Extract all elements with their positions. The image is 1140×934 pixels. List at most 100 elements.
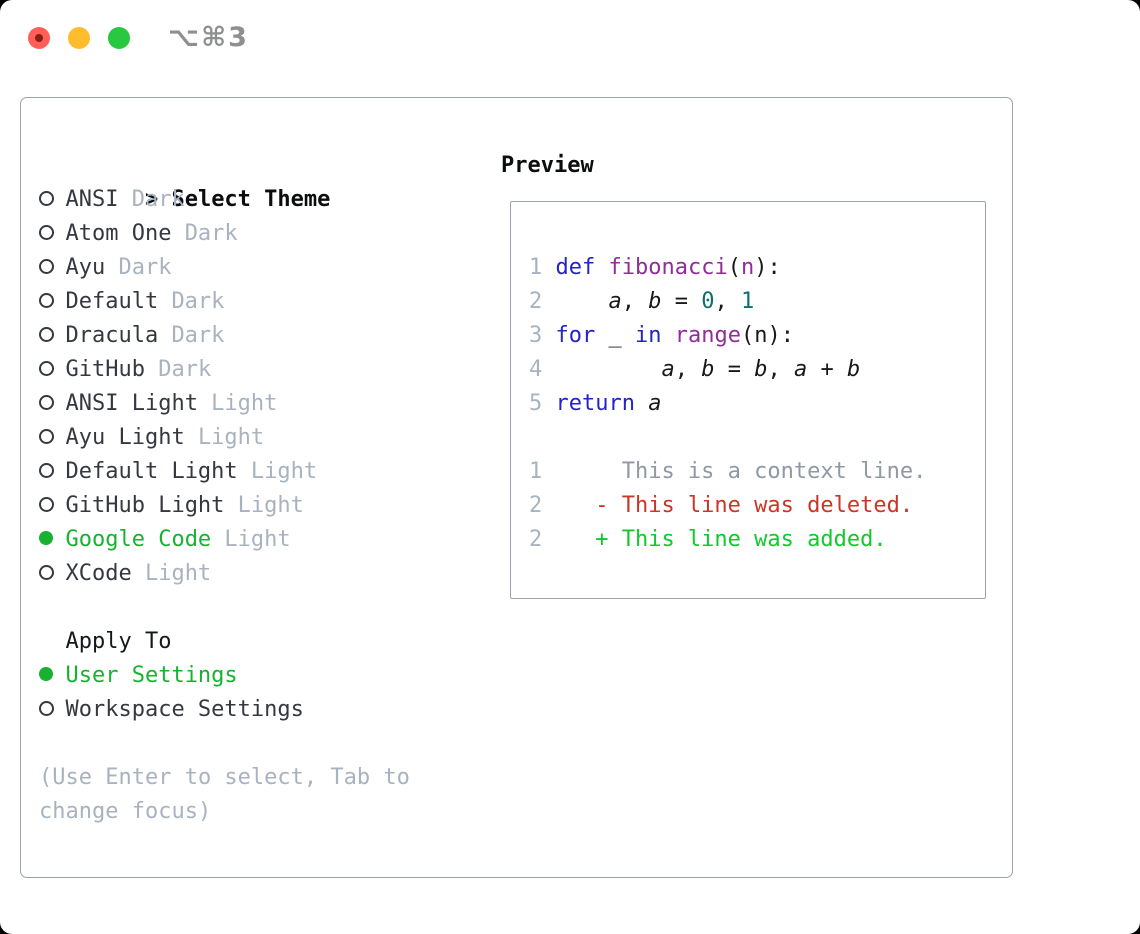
outline-circle-icon — [39, 326, 54, 342]
option-label: Ayu — [65, 255, 106, 280]
select-theme-header-row: >Select Theme — [39, 149, 489, 212]
option-label: Atom One — [65, 221, 172, 246]
diff-line-del: 2 - This line was deleted. — [529, 489, 985, 523]
code-token: in — [634, 323, 662, 348]
outline-circle-icon — [39, 496, 54, 512]
option-variant-label: Dark — [171, 323, 225, 348]
preview-title: Preview — [501, 153, 594, 178]
radio-icon — [39, 387, 65, 421]
apply-option-workspace-settings[interactable]: Workspace Settings — [39, 693, 489, 727]
radio-icon — [39, 319, 65, 353]
option-variant-label: Dark — [118, 255, 172, 280]
code-token: b — [701, 357, 715, 382]
code-token: , — [621, 289, 649, 314]
minimize-button[interactable] — [68, 27, 90, 49]
radio-icon — [39, 455, 65, 489]
theme-option-default[interactable]: Default Dark — [39, 285, 489, 319]
filled-circle-icon — [39, 531, 53, 545]
diff-text: - This line was deleted. — [555, 493, 914, 518]
line-number: 2 — [529, 289, 543, 314]
code-token: , — [767, 357, 794, 382]
option-label: Default — [65, 289, 159, 314]
apply-option-user-settings[interactable]: User Settings — [39, 659, 489, 693]
prompt-caret-icon: > — [144, 187, 159, 212]
code-token — [555, 289, 608, 314]
theme-option-ayu[interactable]: Ayu Dark — [39, 251, 489, 285]
filled-circle-icon — [39, 667, 53, 681]
code-token — [555, 357, 661, 382]
outline-circle-icon — [39, 292, 54, 308]
line-number: 5 — [529, 391, 543, 416]
line-number: 2 — [529, 527, 543, 552]
zoom-button[interactable] — [108, 27, 130, 49]
outline-circle-icon — [39, 258, 54, 274]
close-button[interactable] — [28, 27, 50, 49]
option-label: XCode — [65, 561, 132, 586]
option-variant-label: Light — [144, 561, 212, 586]
radio-icon — [39, 353, 65, 387]
help-line: (Use Enter to select, Tab to — [39, 765, 410, 790]
code-token: a — [648, 391, 662, 416]
code-token: a — [661, 357, 675, 382]
section-gap — [39, 727, 489, 761]
help-text: (Use Enter to select, Tab to change focus… — [39, 761, 489, 829]
option-label: ANSI Light — [65, 391, 198, 416]
diff-text: + This line was added. — [555, 527, 887, 552]
code-token: b — [846, 357, 861, 382]
theme-option-ayu-light[interactable]: Ayu Light Light — [39, 421, 489, 455]
code-token: n — [740, 255, 755, 280]
line-number: 3 — [529, 323, 543, 348]
outline-circle-icon — [39, 462, 54, 478]
line-number: 2 — [529, 493, 543, 518]
code-token: a — [793, 357, 808, 382]
code-token: (n): — [740, 323, 794, 348]
blank-line — [529, 421, 985, 455]
code-token: a — [608, 289, 622, 314]
outline-circle-icon — [39, 190, 54, 206]
option-label: User Settings — [65, 663, 238, 688]
line-number: 1 — [529, 255, 543, 280]
code-token: for — [555, 323, 596, 348]
code-line: 2 a, b = 0, 1 — [529, 285, 985, 319]
apply-to-title: Apply To — [65, 629, 172, 654]
radio-selected-icon — [39, 523, 65, 557]
theme-option-xcode[interactable]: XCode Light — [39, 557, 489, 591]
code-token — [595, 255, 608, 280]
radio-icon — [39, 693, 65, 727]
option-label: Default Light — [65, 459, 238, 484]
radio-icon — [39, 557, 65, 591]
radio-icon — [39, 489, 65, 523]
code-token — [635, 391, 648, 416]
code-token: ): — [754, 255, 781, 280]
line-number: 1 — [529, 459, 543, 484]
option-label: Ayu Light — [65, 425, 185, 450]
code-token: = — [714, 357, 755, 382]
outline-circle-icon — [39, 394, 54, 410]
option-label: GitHub Light — [65, 493, 225, 518]
help-line: change focus) — [39, 799, 212, 824]
code-token: ( — [727, 255, 741, 280]
outline-circle-icon — [39, 428, 54, 444]
window-title: ⌥⌘3 — [168, 22, 249, 53]
diff-line-add: 2 + This line was added. — [529, 523, 985, 557]
option-variant-label: Dark — [131, 187, 185, 212]
code-token: fibonacci — [608, 255, 728, 280]
option-variant-label: Dark — [171, 289, 225, 314]
code-token: b — [754, 357, 768, 382]
option-variant-label: Light — [197, 425, 265, 450]
